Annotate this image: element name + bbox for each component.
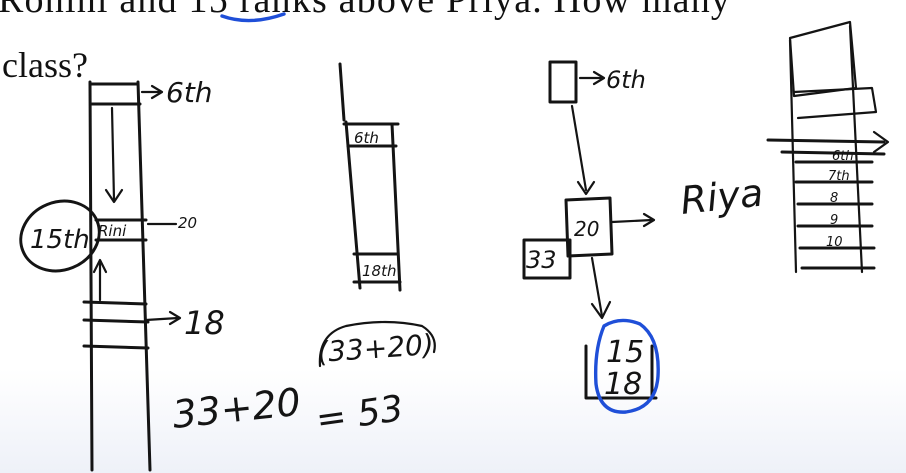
col4-row-4: 9 [830, 213, 838, 228]
col4-row-1: 6th [832, 149, 854, 164]
col1-top-label: 6th [166, 76, 213, 109]
circled-answer [593, 318, 660, 414]
col2-expression: (33+20) [316, 328, 435, 369]
col4-row-3: 8 [830, 191, 838, 206]
diagram-column-3: 6th 20 33 Riya 15 18 [522, 60, 765, 414]
diagram-column-1: 6th 15th Rini 20 18 33+20 [19, 76, 303, 472]
col2-result: = 53 [314, 388, 406, 441]
col2-top-label: 6th [354, 129, 379, 147]
col1-circle-label: 15th [30, 225, 90, 255]
col3-name: Riya [678, 171, 765, 223]
question-line-1: Rohini and 15 ranks above Priya. How man… [0, 0, 732, 21]
col3-answer-top: 15 [606, 335, 644, 370]
col1-arrow-label: 20 [178, 214, 197, 232]
diagram-column-2: 6th 18th (33+20) = 53 [314, 62, 436, 441]
col2-bottom-label: 18th [362, 262, 396, 280]
col3-answer-bottom: 18 [604, 367, 642, 402]
col1-sum: 33+20 [170, 380, 302, 437]
question-underline [220, 12, 286, 23]
col3-top-label: 6th [606, 66, 646, 94]
circled-rank [19, 199, 101, 273]
col3-box-value: 20 [574, 217, 599, 241]
col1-box-label: Rini [98, 222, 127, 240]
question-line-2: class? [2, 45, 88, 85]
diagram-column-4: 6th 7th 8 9 10 [766, 20, 890, 274]
col1-middle-label: 18 [184, 304, 225, 342]
col3-left-value: 33 [526, 246, 557, 274]
col4-row-2: 7th [828, 169, 850, 184]
col4-row-5: 10 [826, 235, 843, 250]
